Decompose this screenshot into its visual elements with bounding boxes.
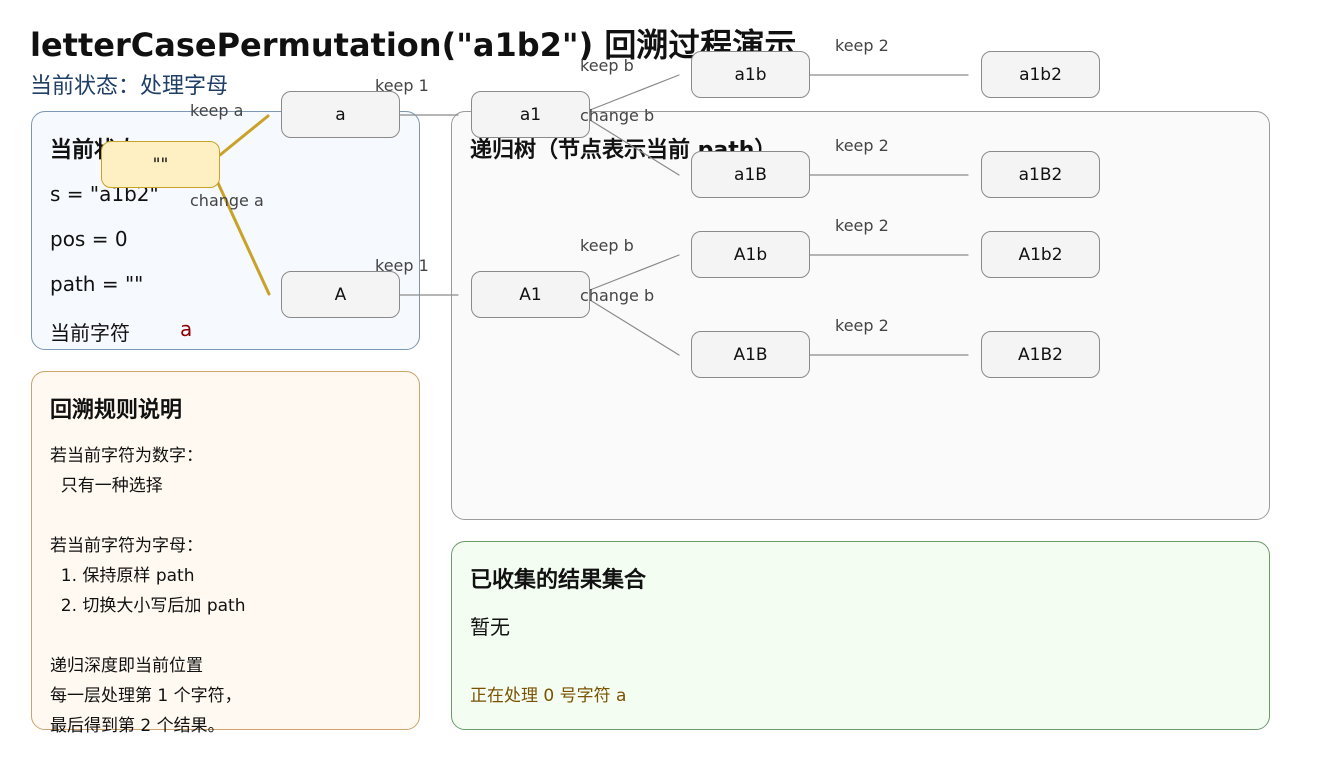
tree-edge-A1-A1b	[589, 254, 680, 291]
edge-label-a1-a1b: keep b	[580, 56, 634, 75]
tree-node-root: ""	[101, 141, 220, 188]
rule-heading: 回溯规则说明	[50, 398, 183, 423]
tree-node-A1B: A1B	[691, 331, 810, 378]
edge-label-a1-a1B: change b	[580, 106, 655, 125]
rule-line: 2. 切换大小写后加 path	[50, 596, 246, 616]
state-line-pos: pos = 0	[50, 227, 128, 251]
rule-line: 若当前字符为数字：	[50, 446, 203, 466]
edge-label-a1B-a1B2: keep 2	[835, 136, 889, 155]
rule-line: 1. 保持原样 path	[50, 566, 195, 586]
tree-node-a1: a1	[471, 91, 590, 138]
edge-label-root-A: change a	[190, 191, 264, 210]
rule-line: 最后得到第 2 个结果。	[50, 716, 225, 736]
tree-node-a: a	[281, 91, 400, 138]
edge-label-A1-A1B: change b	[580, 286, 655, 305]
rule-line: 若当前字符为字母：	[50, 536, 203, 556]
tree-edge-a1-a1b	[589, 74, 680, 111]
result-value: 暂无	[470, 615, 510, 639]
tree-edge-A1-A1B	[589, 299, 680, 356]
tree-node-A1b2: A1b2	[981, 231, 1100, 278]
page-title: letterCasePermutation("a1b2") 回溯过程演示	[30, 26, 797, 64]
edge-label-A-A1: keep 1	[375, 256, 429, 275]
rule-line: 递归深度即当前位置	[50, 656, 203, 676]
rule-line: 只有一种选择	[50, 476, 163, 496]
tree-node-a1b: a1b	[691, 51, 810, 98]
current-char-value: a	[180, 317, 193, 341]
tree-node-A1: A1	[471, 271, 590, 318]
current-char-label: 当前字符	[50, 321, 130, 345]
tree-node-A1b: A1b	[691, 231, 810, 278]
edge-label-A1b-A1b2: keep 2	[835, 216, 889, 235]
edge-label-A1-A1b: keep b	[580, 236, 634, 255]
recursion-tree-panel	[451, 111, 1270, 520]
page-subtitle: 当前状态：处理字母	[30, 74, 229, 99]
tree-edge-a1-a1B	[589, 119, 680, 176]
tree-node-a1B: a1B	[691, 151, 810, 198]
rule-panel	[31, 371, 420, 730]
tree-edge-root-A	[216, 181, 271, 296]
result-heading: 已收集的结果集合	[470, 568, 647, 593]
edge-label-a-a1: keep 1	[375, 76, 429, 95]
tree-node-A1B2: A1B2	[981, 331, 1100, 378]
edge-label-root-a: keep a	[190, 101, 244, 120]
tree-node-a1B2: a1B2	[981, 151, 1100, 198]
state-line-path: path = ""	[50, 272, 144, 296]
progress-note: 正在处理 0 号字符 a	[470, 686, 627, 706]
tree-node-A: A	[281, 271, 400, 318]
tree-node-a1b2: a1b2	[981, 51, 1100, 98]
edge-label-A1B-A1B2: keep 2	[835, 316, 889, 335]
result-panel	[451, 541, 1270, 730]
tree-edge-root-a	[218, 114, 270, 157]
rule-line: 每一层处理第 1 个字符，	[50, 686, 242, 706]
edge-label-a1b-a1b2: keep 2	[835, 36, 889, 55]
